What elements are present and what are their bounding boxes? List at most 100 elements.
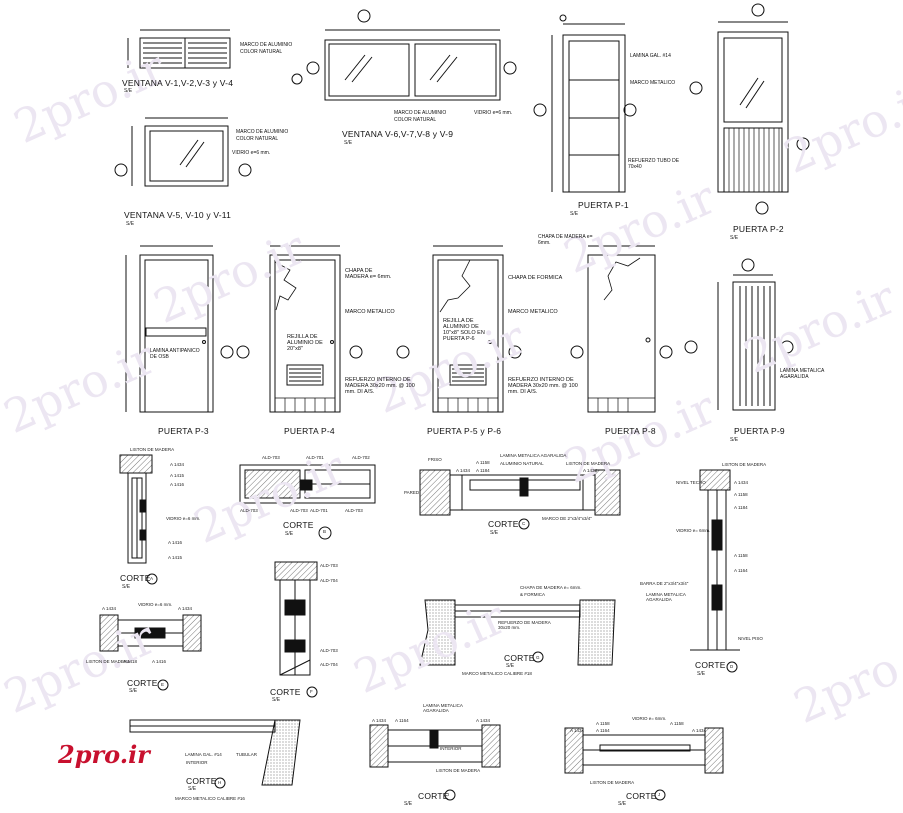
- corte-f-note: ALD-703: [320, 563, 338, 568]
- corte-i-note: LISTON DE MADERA: [436, 768, 481, 773]
- corte-e-scale: S/E: [129, 688, 138, 694]
- window-v5-title: VENTANA V-5, V-10 y V-11: [124, 210, 232, 220]
- corte-a-note: A 1415: [168, 555, 183, 560]
- corte-j-note: LISTON DE MADERA: [590, 780, 635, 785]
- door-p2-drawing: [689, 3, 810, 215]
- door-p3-note2: LAMINA ANTIPANICO DE OSB: [150, 348, 200, 360]
- corte-b-drawing: [239, 464, 376, 540]
- corte-g-note: & FORMICA: [520, 592, 546, 597]
- corte-h-scale: S/E: [188, 786, 197, 792]
- corte-i-note: A 1164: [395, 718, 409, 723]
- corte-c-note: MARCO DE 2"x3/4"x3/4": [542, 516, 592, 521]
- corte-h-note: INTERIOR: [186, 760, 208, 765]
- corte-j-note: A 1164: [596, 728, 610, 733]
- corte-b-title: CORTE: [283, 520, 314, 530]
- window-v5-note2: COLOR NATURAL: [236, 136, 279, 142]
- door-p5-note4: REFUERZO INTERNO DE MADERA 30x20 mm. @ 1…: [508, 377, 578, 395]
- corte-c-note: ALUMINIO NATURAL: [500, 461, 544, 466]
- corte-i-note: INTERIOR: [440, 746, 462, 751]
- door-p2-scale: S/E: [730, 235, 739, 241]
- corte-d-note: A 1434: [734, 480, 749, 485]
- corte-j-tag: J: [658, 792, 661, 797]
- corte-c-note: PARED: [404, 490, 420, 495]
- corte-g-drawing: [419, 599, 616, 666]
- window-v5-note1: MARCO DE ALUMINIO: [236, 129, 289, 135]
- corte-h-note: TUBULAR: [236, 752, 258, 757]
- corte-c-tag: C: [522, 521, 526, 526]
- door-p2-title: PUERTA P-2: [733, 224, 784, 234]
- corte-g-note: CHAPA DE MADERA e= 6mm.: [520, 585, 582, 590]
- corte-b-note: ALD-703: [240, 508, 258, 513]
- corte-d-note: BARRA DE 2"x3/4"x3/4": [640, 581, 689, 586]
- door-p4-note1: CHAPA DE MADERA e= 6mm.: [345, 268, 392, 280]
- corte-d-scale: S/E: [697, 671, 706, 677]
- corte-e-note: A 1434: [102, 606, 117, 611]
- door-p9-note1: LAMINA METALICA AGARALIDA: [780, 368, 825, 380]
- door-p1-title: PUERTA P-1: [578, 200, 629, 210]
- door-p1-note3: REFUERZO TUBO DE 70x40: [628, 158, 680, 170]
- corte-e-note: LISTON DE MADERA: [86, 659, 131, 664]
- corte-h-tag: H: [218, 780, 222, 785]
- corte-f-scale: S/E: [272, 697, 281, 703]
- corte-e-note: A 1416: [152, 659, 167, 664]
- corte-c-note: A 1184: [476, 468, 490, 473]
- corte-e-note: A 1418: [123, 659, 138, 664]
- corte-b-note: ALD-701: [306, 455, 324, 460]
- corte-j-note: A 1434: [570, 728, 585, 733]
- corte-e-drawing: [99, 614, 202, 691]
- window-v1-title: VENTANA V-1,V-2,V-3 y V-4: [122, 78, 234, 88]
- corte-f-tag: F: [310, 689, 313, 694]
- corte-a-note: LISTON DE MADERA: [130, 447, 175, 452]
- window-v6-title: VENTANA V-6,V-7,V-8 y V-9: [342, 129, 454, 139]
- corte-h-note: MARCO METALICO CALIBRE #16: [175, 796, 245, 801]
- corte-c-drawing: [419, 469, 621, 530]
- window-v6-note3: VIDRIO e=6 mm.: [474, 110, 513, 116]
- corte-b-note: ALD-702: [352, 455, 370, 460]
- door-p8-drawing: [570, 245, 673, 413]
- corte-d-note: A 1158: [734, 553, 748, 558]
- corte-i-note: A 1434: [476, 718, 491, 723]
- corte-f-note: ALD-704: [320, 662, 338, 667]
- corte-b-note: ALD-703: [262, 455, 280, 460]
- door-p5-title: PUERTA P-5 y P-6: [427, 426, 502, 436]
- corte-d-note: A 1158: [734, 492, 748, 497]
- corte-g-note: MARCO METALICO CALIBRE #18: [462, 671, 532, 676]
- corte-b-note: ALD-703: [290, 508, 308, 513]
- door-p8-title: PUERTA P-8: [605, 426, 656, 436]
- corte-j-note: A 1434: [692, 728, 707, 733]
- corte-b-scale: S/E: [285, 531, 294, 537]
- door-p1-drawing: [533, 14, 637, 193]
- window-v6-note1: MARCO DE ALUMINIO: [394, 110, 447, 116]
- corte-b-note: ALD-703: [345, 508, 363, 513]
- corte-d-drawing: [690, 469, 740, 673]
- corte-g-scale: S/E: [506, 663, 515, 669]
- window-v6-note2: COLOR NATURAL: [394, 117, 437, 123]
- corte-d-note: A 1164: [734, 568, 748, 573]
- corte-c-note: LAMINA METALICA AGARALIDA: [500, 453, 567, 458]
- corte-i-drawing: [369, 724, 501, 801]
- corte-g-note: REFUERZO DE MADERA 30x20 mm.: [498, 620, 551, 630]
- door-p4-note2: MARCO METALICO: [345, 309, 395, 315]
- door-p9-drawing: [684, 258, 794, 411]
- door-p5-note2: MARCO METALICO: [508, 309, 558, 315]
- corte-d-note: NIVEL PISO: [738, 636, 763, 641]
- corte-c-title: CORTE: [488, 519, 519, 529]
- corte-j-note: VIDRIO e= 6mm.: [632, 716, 667, 721]
- corte-c-scale: S/E: [490, 530, 499, 536]
- corte-d-note: LISTON DE MADERA: [722, 462, 767, 467]
- door-p9-scale: S/E: [730, 437, 739, 443]
- window-v1-note2: COLOR NATURAL: [240, 49, 283, 55]
- corte-d-note: A 1184: [734, 505, 748, 510]
- corte-b-tag: B: [323, 529, 327, 534]
- door-p1-scale: S/E: [570, 211, 579, 217]
- door-p4-note3: REJILLA DE ALUMINIO DE 20"x8": [287, 334, 323, 352]
- corte-j-note: A 1158: [596, 721, 610, 726]
- window-v5-note3: VIDRIO e=6 mm.: [232, 150, 271, 156]
- corte-b-note: ALD-701: [310, 508, 328, 513]
- door-p3-drawing: [125, 245, 234, 413]
- corte-a-note: A 1434: [170, 462, 185, 467]
- window-v1-scale: S/E: [124, 88, 133, 94]
- corte-j-title: CORTE: [626, 791, 657, 801]
- window-v1-drawing: [127, 29, 303, 85]
